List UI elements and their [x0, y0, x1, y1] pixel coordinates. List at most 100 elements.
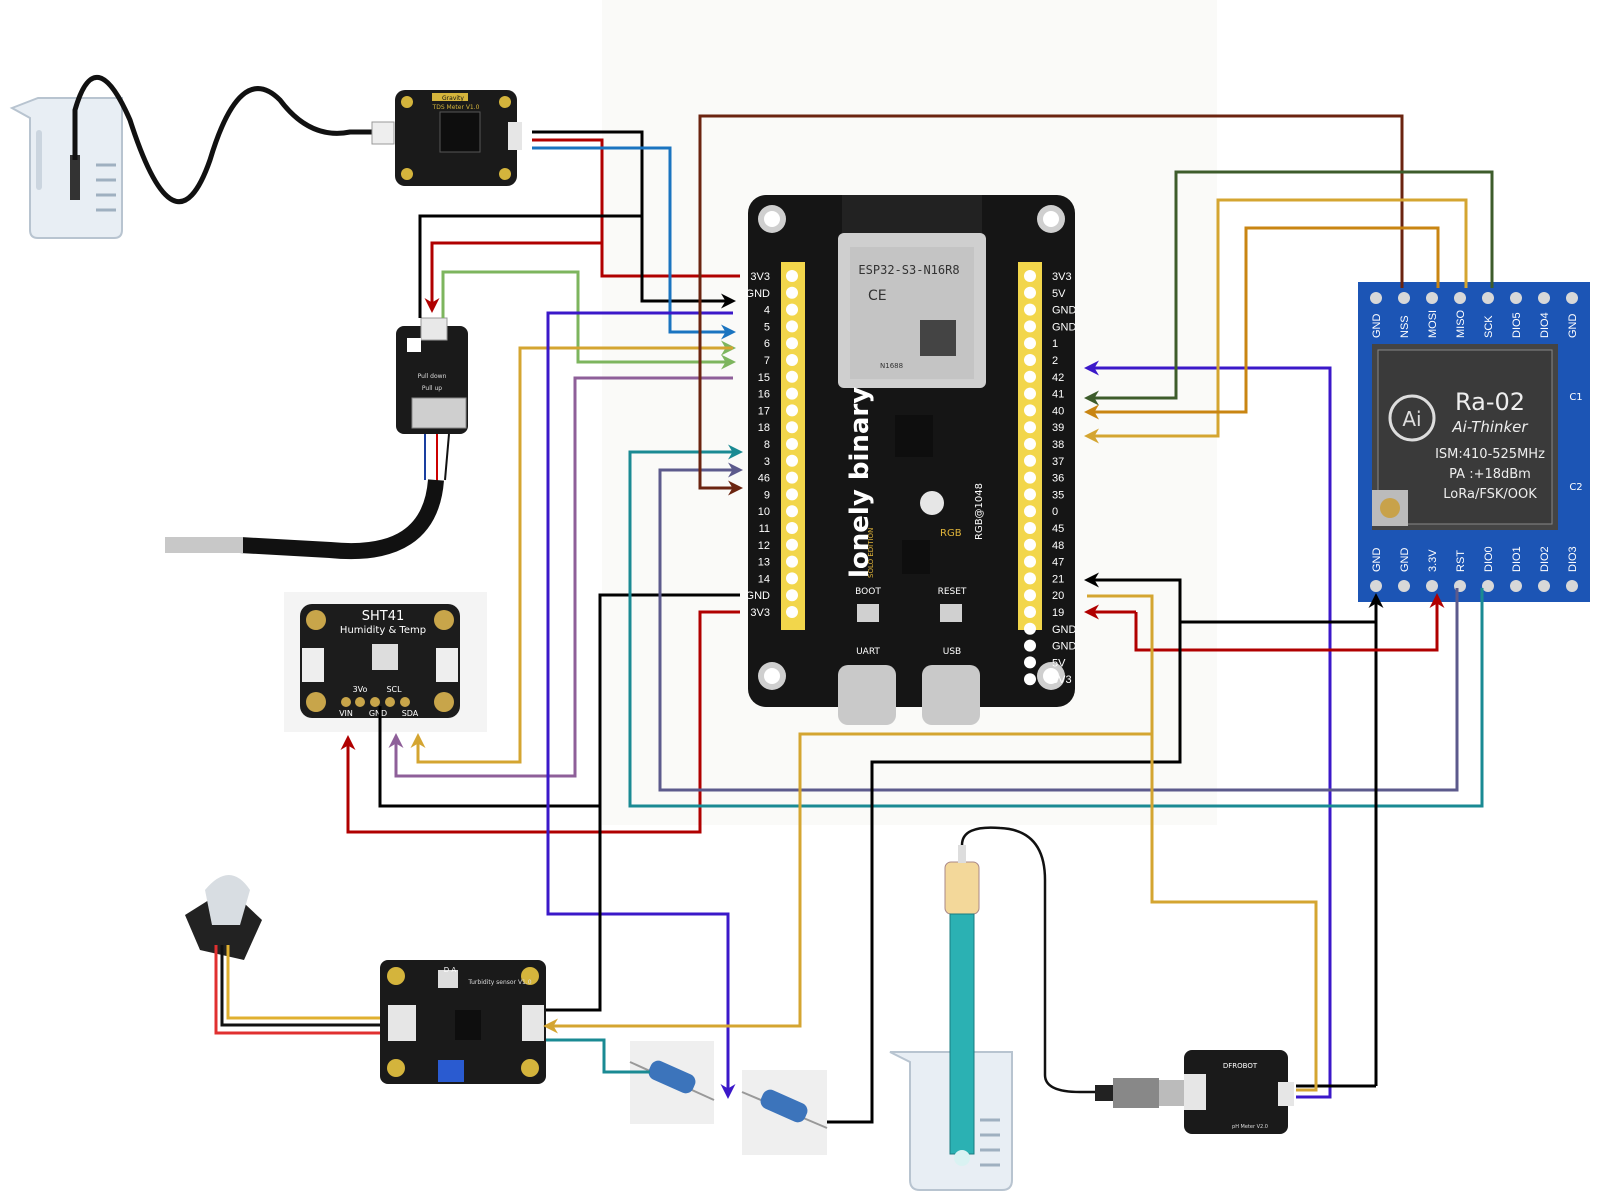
esp32-left-pin-11: 3 — [764, 456, 770, 468]
tds-probe-connector — [371, 121, 395, 145]
wire-lora-3v3 — [1134, 593, 1445, 652]
resistor-1 — [629, 1041, 715, 1124]
esp32-right-pin-24: 3V3 — [1052, 674, 1072, 686]
esp32-left-header-pin — [786, 505, 798, 518]
sht41-pin-3vo: 3Vo — [353, 685, 368, 694]
wire-5v-ph — [1087, 594, 1318, 1092]
esp32-left-header-pin — [786, 303, 798, 316]
esp32-left-pin-15: 11 — [759, 523, 770, 535]
esp32-right-pin-labels: 3V35VGNDGND12424140393837363504548472120… — [1024, 270, 1077, 686]
esp32-right-pin-4: 1 — [1052, 338, 1058, 350]
esp32-left-header-pin — [786, 370, 798, 383]
esp32-right-pin-15: 45 — [1052, 523, 1064, 535]
wire-turbidity-gnd — [546, 806, 602, 1012]
sht41-pin-vin: VIN — [339, 709, 353, 718]
esp32-right-pin-16: 48 — [1052, 540, 1064, 552]
wire-lora-sck — [1084, 170, 1494, 406]
turbidity-probe-wire-black — [220, 945, 388, 1027]
lora-top-pin-1: NSS — [1399, 315, 1411, 338]
lora-top-pad — [1426, 292, 1438, 304]
lora-bottom-pin-4: DIO0 — [1483, 546, 1495, 572]
esp32-reset-label: RESET — [938, 587, 967, 597]
esp32-right-header-pin — [1024, 387, 1036, 400]
esp32-right-header-pin — [1024, 270, 1036, 282]
esp32-right-header-pin — [1024, 656, 1036, 669]
lora-logo-icon: Ai — [1402, 407, 1421, 431]
lora-top-pad — [1482, 292, 1494, 304]
esp32-left-pin-20: 3V3 — [750, 607, 770, 619]
lora-bottom-pad — [1566, 580, 1578, 592]
ph-cable — [960, 826, 1110, 1094]
esp32-left-pin-17: 13 — [758, 557, 770, 569]
lora-top-pin-4: SCK — [1483, 315, 1495, 338]
lora-top-pin-0: GND — [1371, 314, 1383, 339]
ph-electrode — [944, 845, 980, 1166]
esp32-right-header-pin — [1024, 404, 1036, 417]
turbidity-board: D A Turbidity sensor V1.0 — [380, 960, 546, 1084]
lora-title: Ra-02 — [1455, 388, 1525, 416]
esp32-right-header-pin — [1024, 421, 1036, 434]
temp-probe-cable — [239, 479, 444, 560]
wire-turbidity-signal — [546, 1038, 650, 1074]
wire-5v-turbidity — [543, 732, 1152, 1034]
lora-top-pad — [1454, 292, 1466, 304]
esp32-right-pin-0: 3V3 — [1052, 271, 1072, 283]
esp32-ce-mark: CE — [868, 288, 887, 304]
turbidity-probe-wire-yellow — [226, 945, 388, 1020]
wire-lora-miso — [1084, 198, 1468, 444]
esp32-left-header-pin — [786, 555, 798, 568]
wire-sht41-sda — [410, 346, 733, 764]
esp32-right-pin-20: 19 — [1052, 607, 1064, 619]
esp32-left-pin-7: 16 — [758, 389, 770, 401]
lora-spec-freq: ISM:410-525MHz — [1435, 447, 1545, 462]
wire-sht41-vin — [340, 610, 740, 834]
esp32-left-pin-12: 46 — [758, 473, 770, 485]
esp32-right-pin-17: 47 — [1052, 557, 1064, 569]
esp32-left-pin-9: 18 — [758, 422, 770, 434]
esp32-right-header-pin — [1024, 572, 1036, 585]
esp32-left-pin-18: 14 — [758, 573, 770, 585]
sht41-pin-gnd: GND — [369, 709, 387, 718]
temp-probe-tip — [165, 537, 243, 553]
esp32-right-header-pin — [1024, 538, 1036, 551]
esp32-left-header-pin — [786, 320, 798, 333]
esp32-left-header-pin — [786, 337, 798, 350]
turbidity-probe-wire-red — [214, 945, 388, 1035]
esp32-right-header-pin — [1024, 438, 1036, 450]
esp32-right-header-pin — [1024, 320, 1036, 333]
resistor-2 — [741, 1070, 828, 1155]
pullup-label: Pull up — [422, 385, 442, 392]
esp32-rgb-pin-silk: RGB@1048 — [974, 483, 985, 540]
esp32-right-pin-22: GND — [1052, 641, 1077, 653]
temp-probe-board: Pull down Pull up — [396, 317, 468, 434]
lora-bottom-pin-7: DIO3 — [1567, 546, 1579, 572]
esp32-left-header-pin — [786, 421, 798, 434]
esp32-right-pin-8: 40 — [1052, 405, 1064, 417]
lora-brand: Ai-Thinker — [1451, 418, 1528, 436]
sht41-pin-scl: SCL — [386, 685, 402, 694]
esp32-left-pin-19: GND — [746, 590, 771, 602]
lora-bottom-pad — [1538, 580, 1550, 592]
esp32-left-header-pin — [786, 572, 798, 585]
esp32-right-pin-21: GND — [1052, 624, 1077, 636]
esp32-right-pin-2: GND — [1052, 305, 1077, 317]
wire-lora-mosi — [1084, 226, 1440, 420]
esp32-left-pin-6: 15 — [758, 372, 770, 384]
esp32-left-pin-4: 6 — [764, 338, 770, 350]
ph-board: DFROBOT pH Meter V2.0 — [1184, 1050, 1294, 1134]
esp32-left-pin-5: 7 — [764, 355, 770, 367]
lora-spec-pa: PA :+18dBm — [1449, 467, 1531, 482]
esp32-left-header-pin — [786, 454, 798, 467]
lora-top-pad — [1510, 292, 1522, 304]
ph-brand: DFROBOT — [1223, 1062, 1258, 1070]
ph-label: pH Meter V2.0 — [1232, 1124, 1268, 1130]
tds-brand: Gravity — [442, 95, 464, 102]
esp32-rgb-silk: RGB — [940, 528, 962, 539]
esp32-right-pin-5: 2 — [1052, 355, 1058, 367]
lora-top-pin-6: DIO4 — [1539, 312, 1551, 338]
wire-gnd-turbidity — [827, 580, 1182, 1124]
lora-board: Ai Ra-02 Ai-Thinker ISM:410-525MHz PA :+… — [1358, 282, 1590, 602]
wire-temp-signal — [441, 270, 736, 370]
esp32-brand: lonely binary — [845, 387, 875, 578]
